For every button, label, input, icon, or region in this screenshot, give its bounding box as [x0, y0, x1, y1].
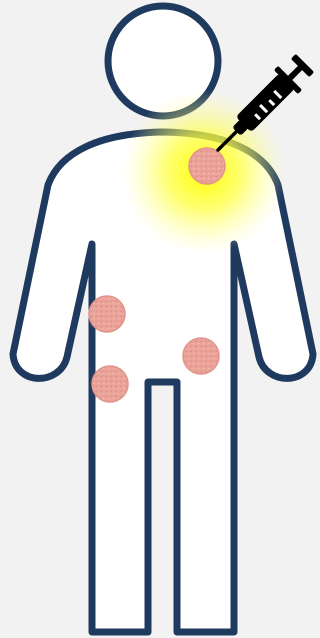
lesion-left-hip: [92, 366, 128, 402]
lesion-left-torso: [89, 296, 125, 332]
lesion-upper-chest: [189, 148, 225, 184]
lesion-right-torso: [183, 338, 219, 374]
